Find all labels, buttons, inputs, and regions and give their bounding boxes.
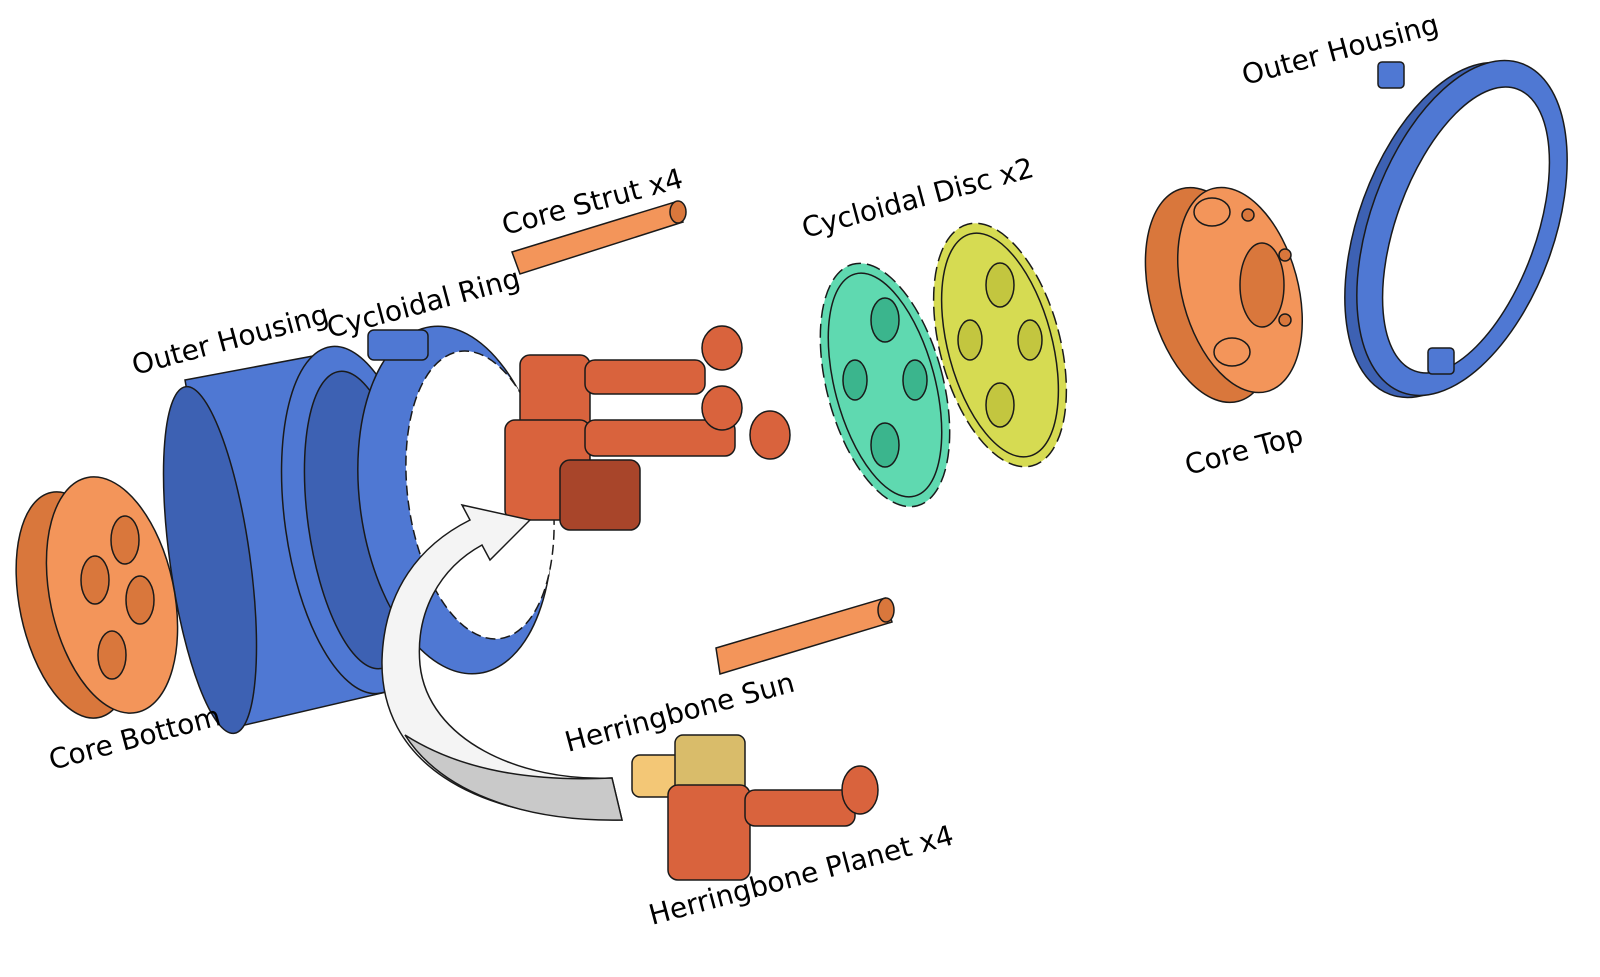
core-strut-top-part xyxy=(511,200,687,275)
herringbone-planet-part xyxy=(667,765,879,881)
outer-housing-right-part xyxy=(1344,59,1568,399)
insert-arrow xyxy=(381,503,623,821)
core-bottom-part xyxy=(15,476,179,719)
label-outer-housing-right: Outer Housing xyxy=(1238,8,1442,92)
core-top-part xyxy=(1144,186,1304,404)
label-core-top: Core Top xyxy=(1181,419,1306,482)
cycloidal-disc-teal-part xyxy=(819,262,951,508)
label-cycloidal-disc: Cycloidal Disc x2 xyxy=(798,151,1037,245)
planet-gear-assembly-part xyxy=(504,325,791,531)
cycloidal-disc-yellow-part xyxy=(932,222,1068,468)
core-strut-bottom-part xyxy=(715,597,895,675)
